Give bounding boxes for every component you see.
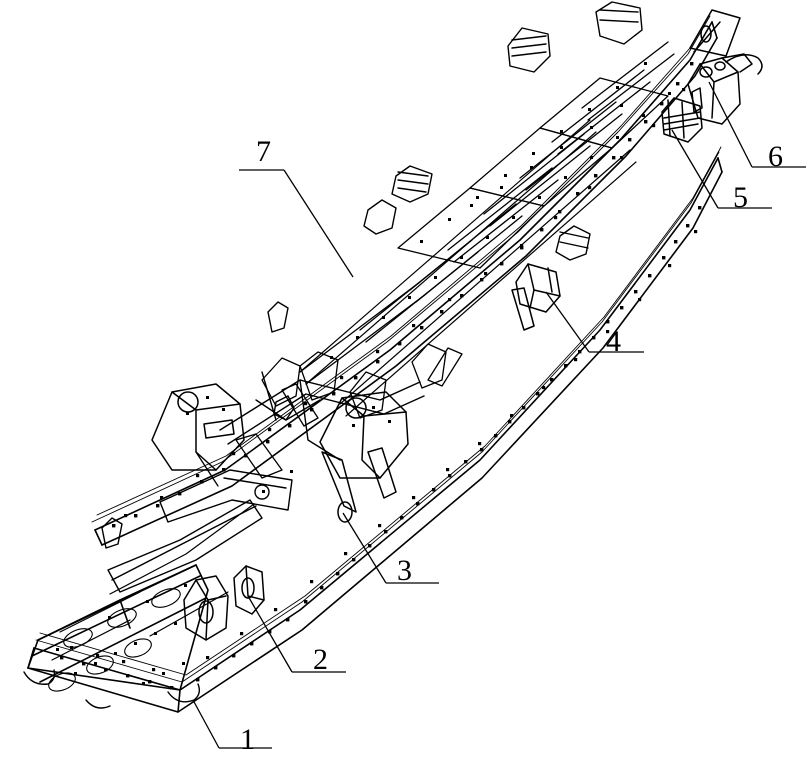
callout-number-6: 6 — [768, 140, 783, 173]
towing-hook-assembly — [687, 53, 763, 125]
front-crossmember — [27, 564, 209, 691]
suspension-bracket-label3 — [319, 391, 409, 523]
front-inner-plates — [51, 503, 255, 661]
diagonal-gussets — [195, 347, 463, 487]
callout-leader-3 — [342, 512, 387, 584]
spring-hanger-front-left — [183, 575, 229, 641]
rear-upper-brackets — [507, 1, 643, 73]
rear-end-crossmember — [689, 9, 741, 57]
callout-number-5: 5 — [733, 181, 748, 214]
crossmember-mid — [159, 469, 293, 523]
bracket-label4-target — [511, 263, 561, 331]
upper-deck-panels — [397, 77, 669, 269]
side-brackets — [363, 165, 591, 261]
callout-number-4: 4 — [606, 325, 621, 358]
rivet-holes — [56, 62, 702, 690]
crossmember-2 — [107, 499, 263, 593]
callout-leader-6 — [708, 81, 753, 168]
bracket-label5-target — [661, 97, 703, 143]
callout-leader-4 — [545, 291, 590, 353]
callout-leader-1 — [192, 699, 220, 749]
callout-leader-2 — [247, 595, 293, 673]
callout-number-3: 3 — [397, 554, 412, 587]
callout-leader-lines — [192, 81, 806, 749]
front-bumper-corners — [23, 669, 201, 709]
callout-number-2: 2 — [313, 643, 328, 676]
callout-leader-7 — [283, 169, 354, 278]
callout-number-1: 1 — [240, 723, 255, 756]
callout-leader-5 — [671, 129, 719, 209]
callout-number-7: 7 — [256, 135, 271, 168]
inner-longitudinal-members — [299, 119, 637, 417]
ladder-crossmembers — [299, 41, 675, 385]
